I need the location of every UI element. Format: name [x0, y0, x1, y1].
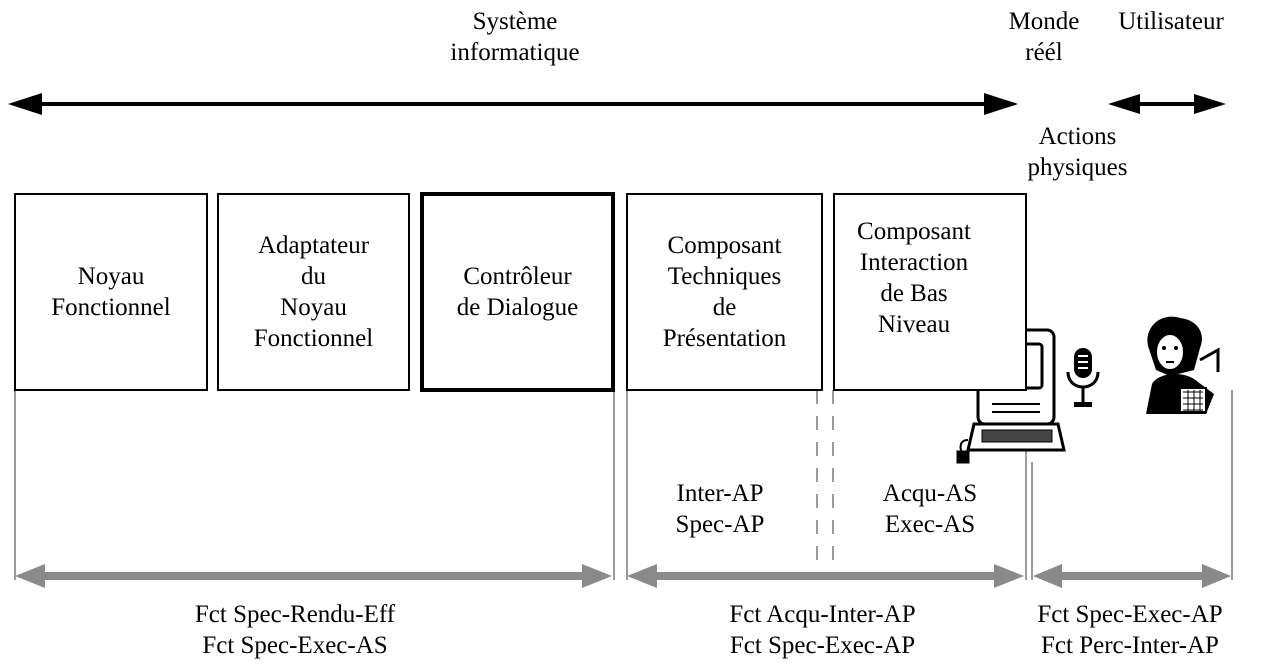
- bottom-right-line-2: Fct Perc-Inter-AP: [1041, 632, 1219, 659]
- mid-right-line-1: Acqu-AS: [882, 480, 978, 507]
- box-noyau-fonctionnel: Noyau Fonctionnel: [14, 193, 208, 391]
- box-line: Présentation: [662, 325, 787, 352]
- actions-line-1: Actions: [1038, 123, 1117, 150]
- user-icon: [1146, 316, 1220, 414]
- mid-left-line-1: Inter-AP: [676, 480, 764, 507]
- systeme-line-2: informatique: [450, 39, 580, 66]
- box-line: Fonctionnel: [51, 294, 171, 321]
- box-adaptateur: Adaptateur du Noyau Fonctionnel: [217, 193, 410, 391]
- box-line: de Dialogue: [456, 294, 579, 321]
- box-line: Fonctionnel: [253, 325, 374, 352]
- bottom-right-line-1: Fct Spec-Exec-AP: [1037, 601, 1223, 628]
- box-line: Techniques: [667, 263, 782, 290]
- box-line: Niveau: [877, 311, 951, 338]
- mid-right-line-2: Exec-AS: [884, 511, 976, 538]
- utilisateur-label: Utilisateur: [1096, 6, 1246, 37]
- bottom-left-line-1: Fct Spec-Rendu-Eff: [194, 601, 396, 628]
- mid-label-right: Acqu-AS Exec-AS: [845, 478, 1015, 540]
- bottom-middle-line-1: Fct Acqu-Inter-AP: [729, 601, 916, 628]
- mid-left-line-2: Spec-AP: [675, 511, 765, 538]
- box-interaction-bas-niveau: Composant Interaction de Bas Niveau: [833, 193, 1027, 391]
- box-line: Contrôleur: [463, 263, 572, 290]
- monde-line-2: réél: [1025, 39, 1063, 66]
- box-line: de Bas: [880, 280, 948, 307]
- bottom-arrows: [15, 564, 1231, 588]
- systeme-line-1: Système: [472, 8, 558, 35]
- utilisateur-text: Utilisateur: [1118, 8, 1224, 35]
- bottom-label-left: Fct Spec-Rendu-Eff Fct Spec-Exec-AS: [130, 599, 460, 661]
- actions-physiques-label: Actions physiques: [1010, 121, 1145, 183]
- mid-label-left: Inter-AP Spec-AP: [640, 478, 800, 540]
- box-line: Composant: [667, 232, 782, 259]
- bottom-label-middle: Fct Acqu-Inter-AP Fct Spec-Exec-AP: [680, 599, 965, 661]
- bottom-left-line-2: Fct Spec-Exec-AS: [202, 632, 388, 659]
- box-line: Noyau: [77, 263, 145, 290]
- microphone-icon: [1066, 348, 1100, 407]
- box-techniques-presentation: Composant Techniques de Présentation: [626, 193, 823, 391]
- box-line: Interaction: [859, 249, 969, 276]
- systeme-informatique-label: Système informatique: [415, 6, 615, 68]
- box-line: Noyau: [280, 294, 347, 321]
- vertical-guides: [14, 390, 1233, 580]
- user-arrow: [1108, 94, 1226, 114]
- bottom-middle-line-2: Fct Spec-Exec-AP: [729, 632, 916, 659]
- box-line: du: [301, 263, 326, 290]
- actions-line-2: physiques: [1027, 154, 1128, 181]
- box-line: Adaptateur: [257, 232, 370, 259]
- box-line: de: [712, 294, 737, 321]
- box-controleur-dialogue: Contrôleur de Dialogue: [420, 192, 615, 392]
- box-line: Composant: [857, 218, 971, 245]
- monde-reel-label: Monde réél: [998, 6, 1090, 68]
- bottom-label-right: Fct Spec-Exec-AP Fct Perc-Inter-AP: [1001, 599, 1259, 661]
- monde-line-1: Monde: [1008, 8, 1080, 35]
- system-arrow: [8, 93, 1018, 115]
